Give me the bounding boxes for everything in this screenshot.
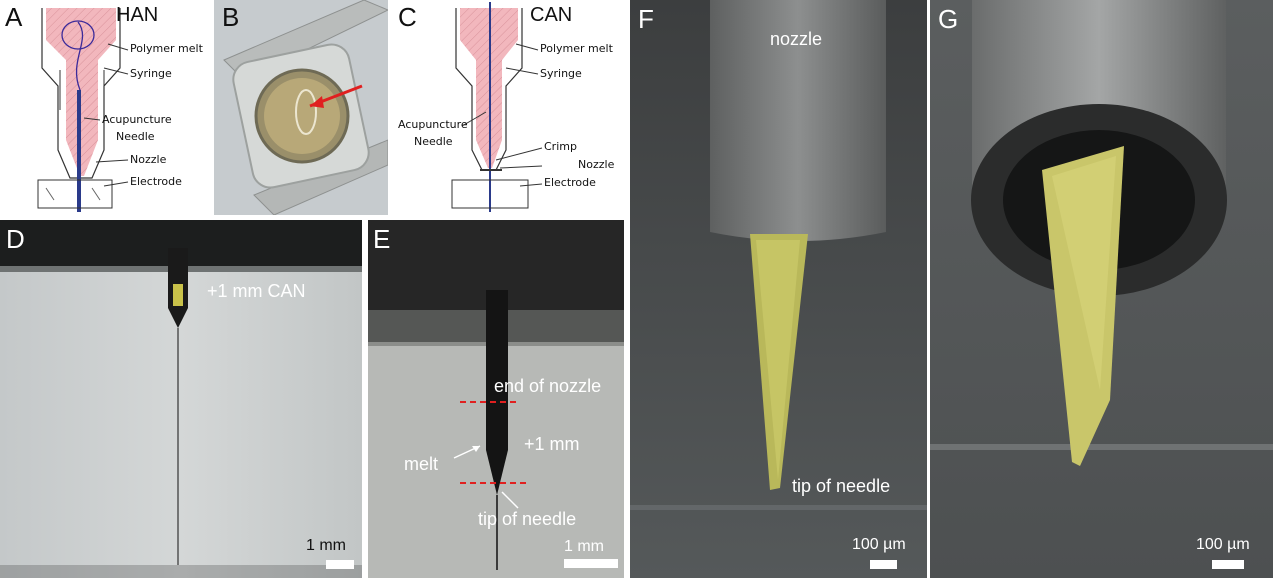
panel-d-photo [0,220,362,578]
panel-a: A HAN Polymer melt Syringe Acupuncture N… [0,0,210,215]
scalebar [564,559,618,568]
panel-letter: E [373,224,391,254]
scalebar-label: 1 mm [564,538,604,555]
syringe-photo [214,0,388,215]
label-electrode: Electrode [130,175,182,188]
scalebar [326,560,354,569]
scalebar [1212,560,1244,569]
can-schematic [451,2,543,212]
label-needle: Needle [414,135,453,148]
label-plus-1mm: +1 mm [524,434,580,454]
panel-f-sem [630,0,927,578]
label-melt: melt [404,454,439,474]
label-needle: Needle [116,130,155,143]
scalebar-label: 100 µm [852,536,906,553]
label-crimp: Crimp [544,140,577,153]
panel-title: CAN [530,4,573,26]
label-polymer-melt: Polymer melt [540,42,613,55]
panel-title: HAN [116,4,159,26]
panel-letter: C [398,2,417,32]
label-electrode: Electrode [544,176,596,189]
panel-c: C CAN Polymer melt Syringe Acupuncture N… [392,0,626,215]
label-syringe: Syringe [130,67,172,80]
han-schematic [37,8,129,212]
label-tip-of-needle: tip of needle [478,509,577,529]
panel-letter: D [6,224,25,254]
panel-letter: F [638,4,654,34]
annotation: +1 mm CAN [207,281,306,301]
panel-f: F nozzle tip of needle 100 µm [630,0,927,578]
label-acupuncture: Acupuncture [102,113,172,126]
panel-letter: B [222,2,240,32]
panel-g-sem [930,0,1273,578]
scalebar-label: 100 µm [1196,536,1250,553]
label-end-of-nozzle: end of nozzle [494,376,602,396]
scalebar [870,560,897,569]
label-acupuncture: Acupuncture [398,118,468,131]
panel-b: B [214,0,388,215]
panel-g: G 100 µm [930,0,1273,578]
panel-letter: A [5,2,23,32]
label-tip-of-needle: tip of needle [792,476,891,496]
panel-e-photo [368,220,624,578]
label-polymer-melt: Polymer melt [130,42,203,55]
label-nozzle: Nozzle [578,158,615,171]
label-syringe: Syringe [540,67,582,80]
label-nozzle: Nozzle [130,153,167,166]
panel-letter: G [938,4,959,34]
panel-e: E end of nozzle +1 mm melt tip of needle… [368,220,624,578]
panel-d: D +1 mm CAN 1 mm [0,220,362,578]
label-nozzle: nozzle [770,29,823,49]
scalebar-label: 1 mm [306,537,346,554]
